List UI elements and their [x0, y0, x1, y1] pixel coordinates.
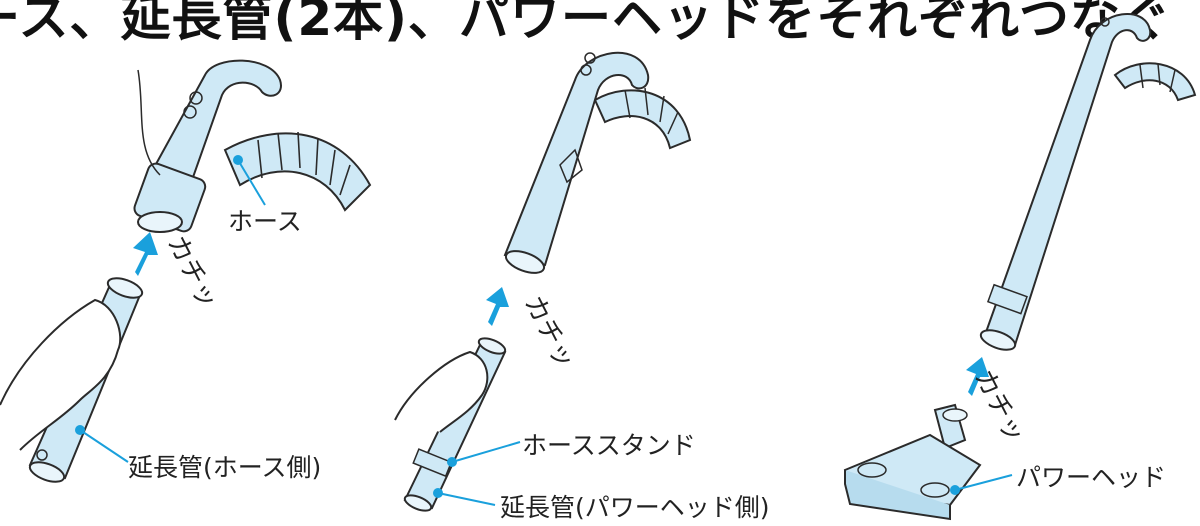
hose-illustration-3: [1113, 62, 1197, 102]
hose-stand-label: ホーススタンド: [522, 431, 696, 460]
up-arrow-icon-3: [966, 357, 989, 396]
step-2-illustration: [394, 51, 692, 512]
hose-label: ホース: [228, 207, 302, 236]
hose-illustration-2: [593, 87, 692, 150]
step-3-illustration: [843, 13, 1197, 521]
extension-pipe-hose-side-label: 延長管(ホース側): [128, 453, 322, 482]
page-title: ース、延長管(2本)、パワーヘッドをそれぞれつなぐ: [0, 0, 1172, 47]
up-arrow-icon-2: [486, 287, 509, 326]
hand-illustration-1: [0, 298, 122, 451]
hand-illustration-2: [394, 350, 489, 433]
power-head-illustration: [843, 403, 982, 521]
handle-with-pipe-illustration-2: [503, 51, 650, 274]
power-head-label: パワーヘッド: [1016, 463, 1167, 492]
full-cleaner-illustration-3: [979, 13, 1152, 351]
step-1-illustration: [0, 59, 372, 483]
extension-pipe-powerhead-side-label: 延長管(パワーヘッド側): [500, 493, 770, 522]
hose-illustration: [223, 131, 372, 212]
up-arrow-icon-1: [133, 232, 158, 276]
handle-illustration-1: [133, 59, 282, 233]
